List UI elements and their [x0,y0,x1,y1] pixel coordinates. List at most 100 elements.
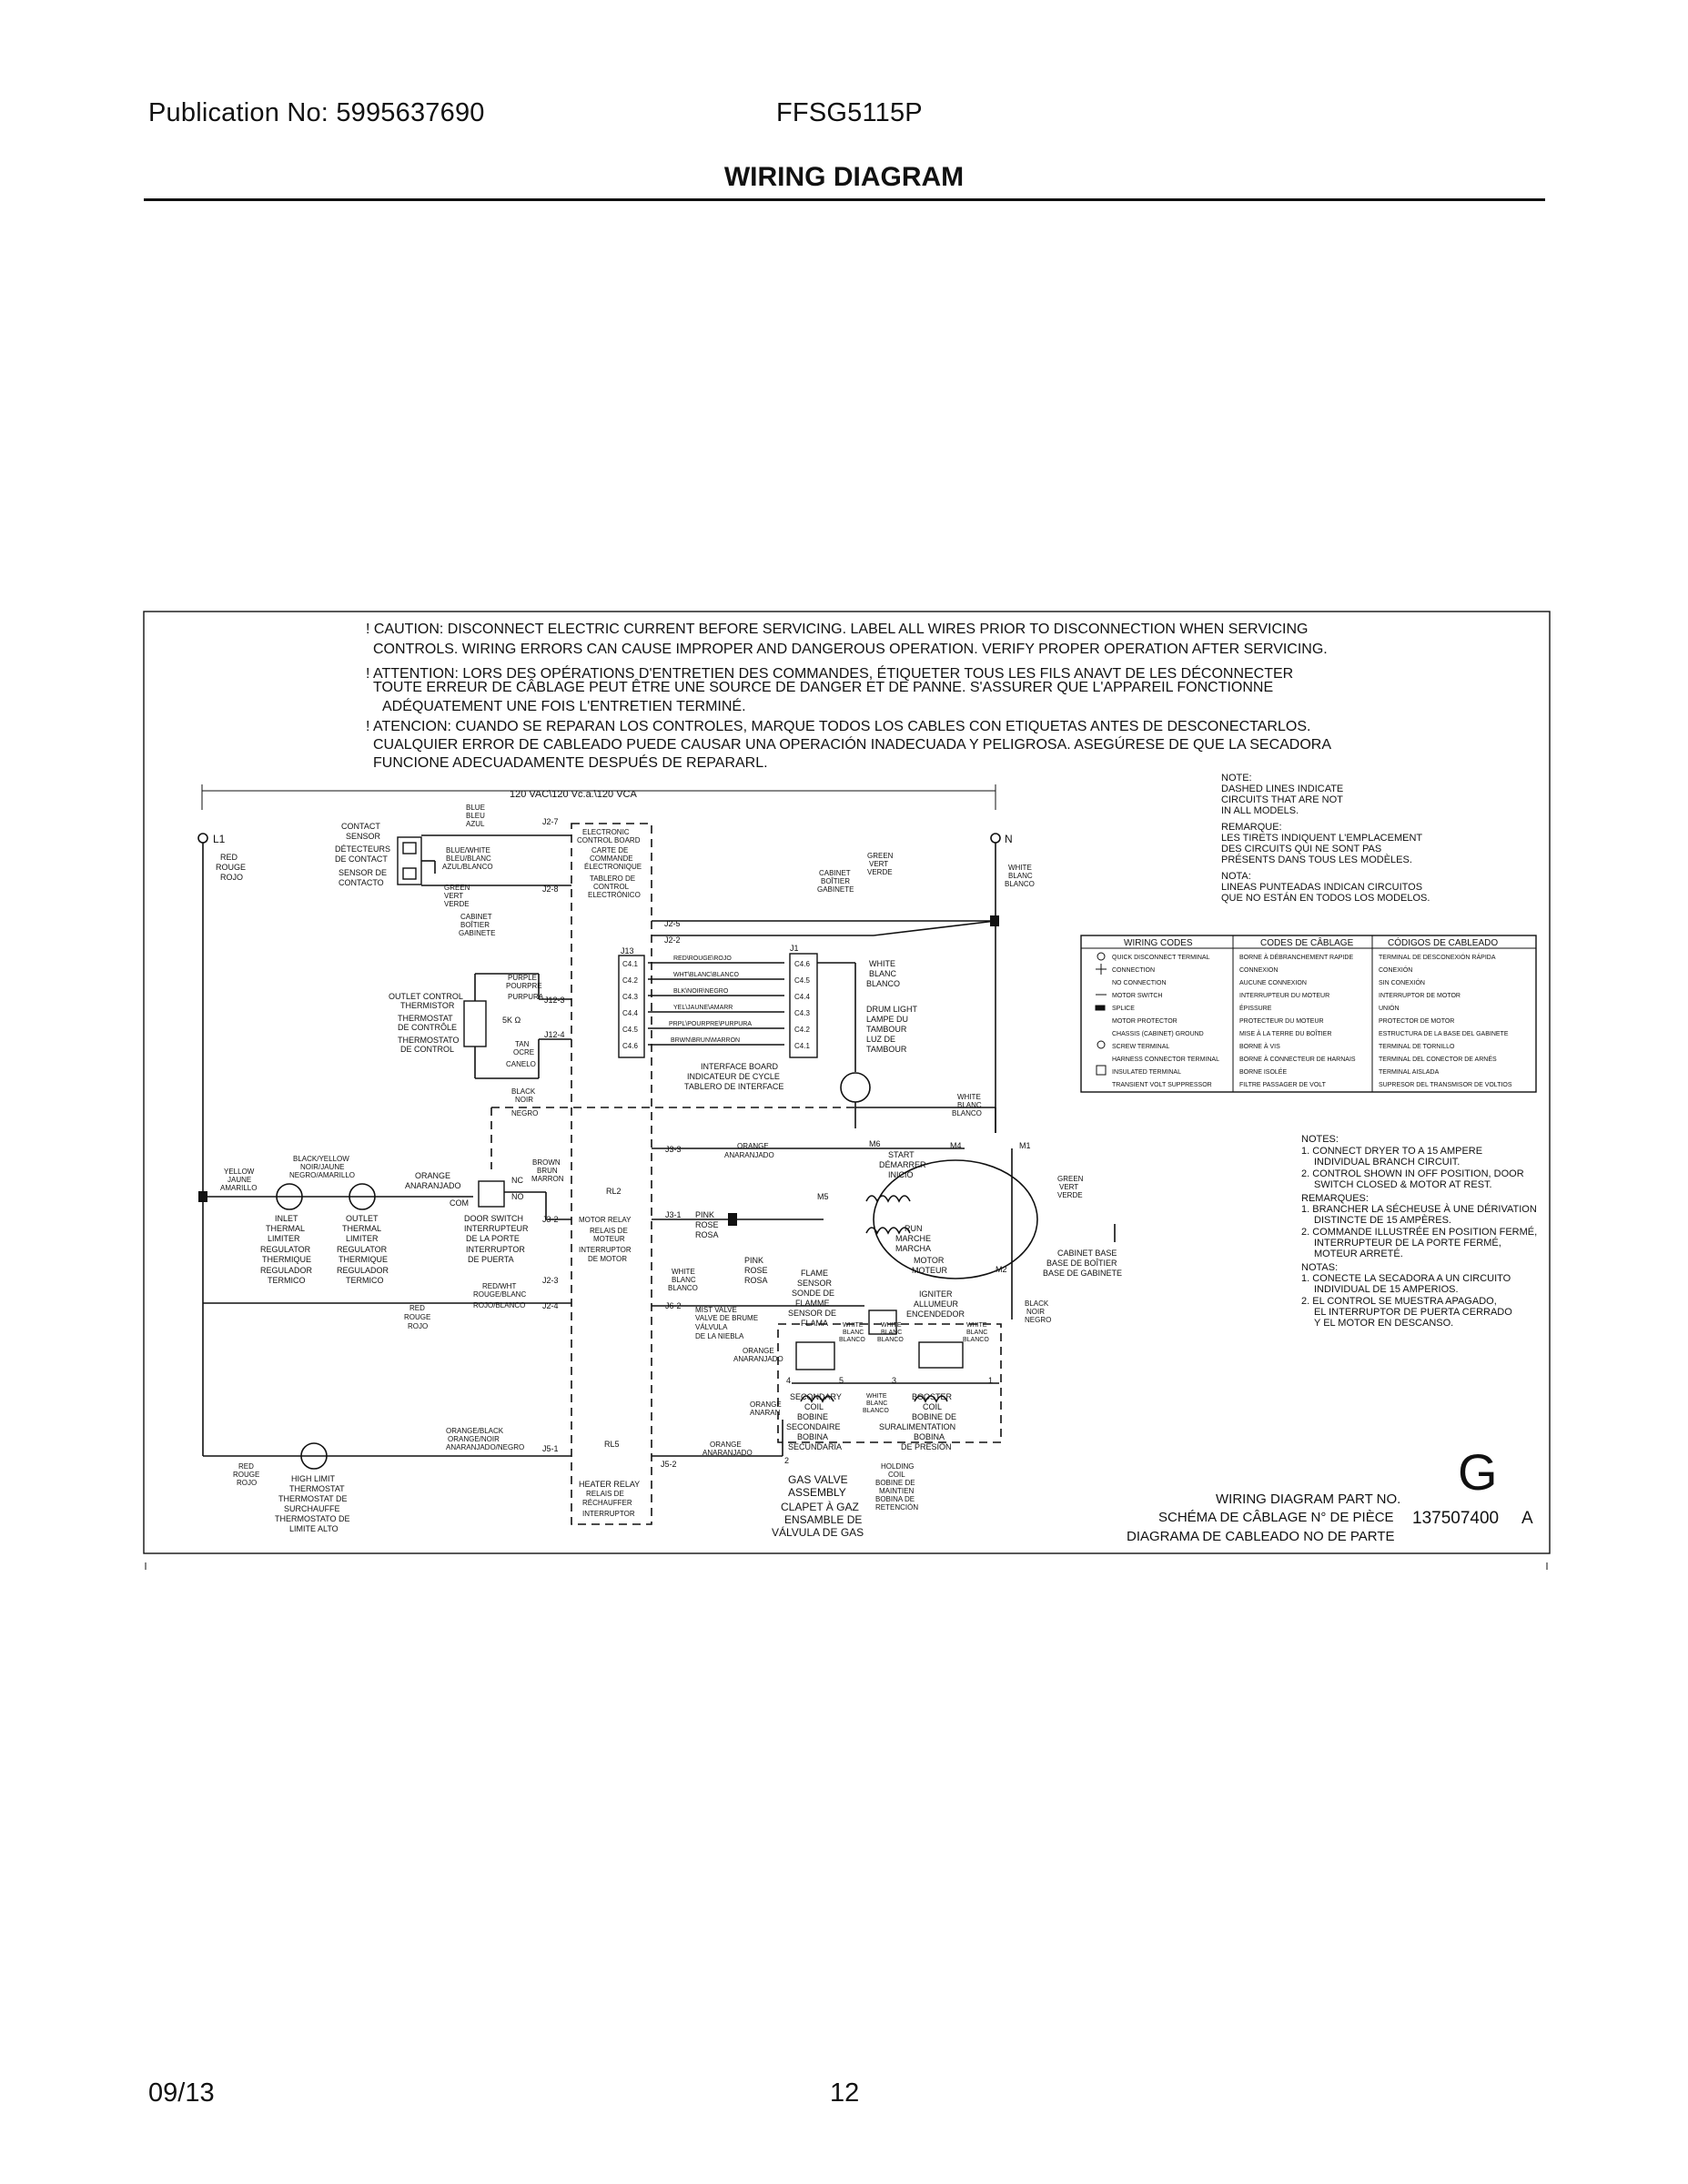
legend-cell: ÉPISSURE [1239,1004,1272,1012]
publication-number: Publication No: 5995637690 [148,98,485,127]
label: PINK [744,1256,763,1265]
label: ORANGE [737,1142,769,1150]
l1-label: L1 [213,833,226,845]
label: LAMPE DU [866,1015,908,1024]
label: BOBINA [797,1432,828,1441]
label: SURCHAUFFE [284,1504,340,1513]
label: ROSA [744,1276,768,1285]
label: PURPLE [508,974,537,982]
label: J12-4 [544,1030,565,1039]
label: THERMOSTAT [398,1014,453,1023]
label: WHITE [957,1093,981,1101]
label: BLUE/WHITE [446,846,490,854]
label: THERMOSTATO DE [275,1514,350,1523]
label: REGULATOR [337,1245,388,1254]
label: BLANCO [863,1408,889,1414]
label: COMMANDE [590,854,633,863]
svg-text:EL INTERRUPTOR DE PUERTA CERRA: EL INTERRUPTOR DE PUERTA CERRADO [1314,1307,1512,1318]
label: ROJO [237,1479,257,1487]
label: LIMITE ALTO [289,1524,339,1533]
label: M5 [817,1192,829,1201]
label: BLANCO [963,1337,989,1343]
label: TABLERO DE [590,875,635,883]
label: ORANGE [750,1400,782,1409]
label: OUTLET CONTROL [389,992,463,1001]
footer-date: 09/13 [148,2078,215,2108]
label: SENSOR [346,832,381,841]
svg-text:INDIVIDUAL BRANCH CIRCUIT.: INDIVIDUAL BRANCH CIRCUIT. [1314,1157,1460,1168]
label: BLANCO [866,979,900,988]
label: GREEN [867,852,894,860]
label: VERT [1059,1183,1078,1191]
svg-text:2. COMMANDE ILLUSTRÉE EN POSIT: 2. COMMANDE ILLUSTRÉE EN POSITION FERMÉ, [1301,1226,1537,1238]
legend-cell: QUICK DISCONNECT TERMINAL [1112,955,1210,961]
label: C4.4 [794,993,810,1001]
svg-text:Y EL MOTOR EN DESCANSO.: Y EL MOTOR EN DESCANSO. [1314,1318,1453,1329]
legend-cell: CONNEXION [1239,967,1278,974]
part-label-es: DIAGRAMA DE CABLEADO NO DE PARTE [1127,1529,1395,1544]
label: RED [238,1462,254,1471]
label: ANARANJADO [702,1449,753,1457]
legend-cell: MOTOR PROTECTOR [1112,1018,1178,1025]
label: BLANC [957,1101,982,1109]
label: DE CONTROL [400,1045,454,1054]
label: BLUE [466,804,485,812]
label: 5 [839,1376,844,1385]
label: RELAIS DE [586,1490,624,1498]
label: THERMIQUE [339,1255,388,1264]
label: J1 [790,944,799,953]
label: C4.1 [794,1042,810,1050]
legend-cell: MOTOR SWITCH [1112,993,1162,999]
label: YEL\JAUNE\AMARR [673,1005,733,1011]
page-number: 12 [830,2078,860,2108]
label: C4.5 [794,976,810,985]
label: HOLDING [881,1462,914,1471]
legend-header-en: WIRING CODES [1124,938,1193,948]
label: SURALIMENTATION [879,1422,955,1431]
n-label: N [1005,833,1013,845]
label: MAINTIEN [879,1487,914,1495]
svg-text:INTERRUPTEUR DE LA PORTE FERMÉ: INTERRUPTEUR DE LA PORTE FERMÉ, [1314,1237,1501,1249]
label: DÉMARRER [879,1160,926,1169]
svg-text:1. CONECTE LA SECADORA A UN CI: 1. CONECTE LA SECADORA A UN CIRCUITO [1301,1273,1511,1284]
label: BOOSTER [912,1392,953,1401]
label: BROWN [532,1158,561,1167]
label: 3 [892,1376,896,1385]
svg-text:REMARQUES:: REMARQUES: [1301,1193,1369,1204]
label: VALVE DE BRUME [695,1314,758,1322]
label: THERMAL [266,1224,305,1233]
label: TAMBOUR [866,1025,907,1034]
label: BLANCO [839,1337,865,1343]
label: REGULADOR [337,1266,389,1275]
svg-text:INDIVIDUAL DE 15 AMPERIOS.: INDIVIDUAL DE 15 AMPERIOS. [1314,1284,1459,1295]
label: ROJO/BLANCO [473,1301,525,1309]
legend-cell: TRANSIENT VOLT SUPPRESSOR [1112,1082,1212,1088]
legend-cell: TERMINAL AISLADA [1379,1069,1440,1076]
label: JAUNE [227,1176,251,1184]
label: WHITE [1008,864,1032,872]
label: VERDE [444,900,470,908]
label: CLAPET À GAZ [781,1500,859,1513]
label: BLANCO [952,1109,982,1117]
legend-cell: SCREW TERMINAL [1112,1044,1169,1050]
label: AZUL [466,820,485,828]
legend-cell: PROTECTOR DE MOTOR [1379,1018,1454,1025]
label: MOTEUR [912,1266,947,1275]
notes-block: NOTES: 1. CONNECT DRYER TO A 15 AMPERE I… [1301,1134,1537,1329]
legend-cell: FILTRE PASSAGER DE VOLT [1239,1082,1327,1088]
label: FLAMME [795,1299,830,1308]
label: LUZ DE [866,1035,895,1044]
label: AZUL/BLANCO [442,863,493,871]
legend-cell: UNIÓN [1379,1004,1400,1012]
label: NOIR [1026,1308,1045,1316]
label: RED\ROUGE\ROJO [673,956,732,962]
label: C4.6 [794,960,810,968]
legend-header-fr: CODES DE CÂBLAGE [1260,936,1354,948]
legend-cell: HARNESS CONNECTOR TERMINAL [1112,1057,1219,1063]
caution-fr-1: ! ATTENTION: LORS DES OPÉRATIONS D'ENTRE… [366,664,1293,682]
legend-cell: ESTRUCTURA DE LA BASE DEL GABINETE [1379,1031,1509,1037]
label: SECUNDARIA [788,1442,842,1451]
label: DE PRESIÓN [901,1442,952,1451]
label: ORANGE/NOIR [448,1435,500,1443]
svg-text:DISTINCTE DE 15 AMPÈRES.: DISTINCTE DE 15 AMPÈRES. [1314,1214,1451,1226]
